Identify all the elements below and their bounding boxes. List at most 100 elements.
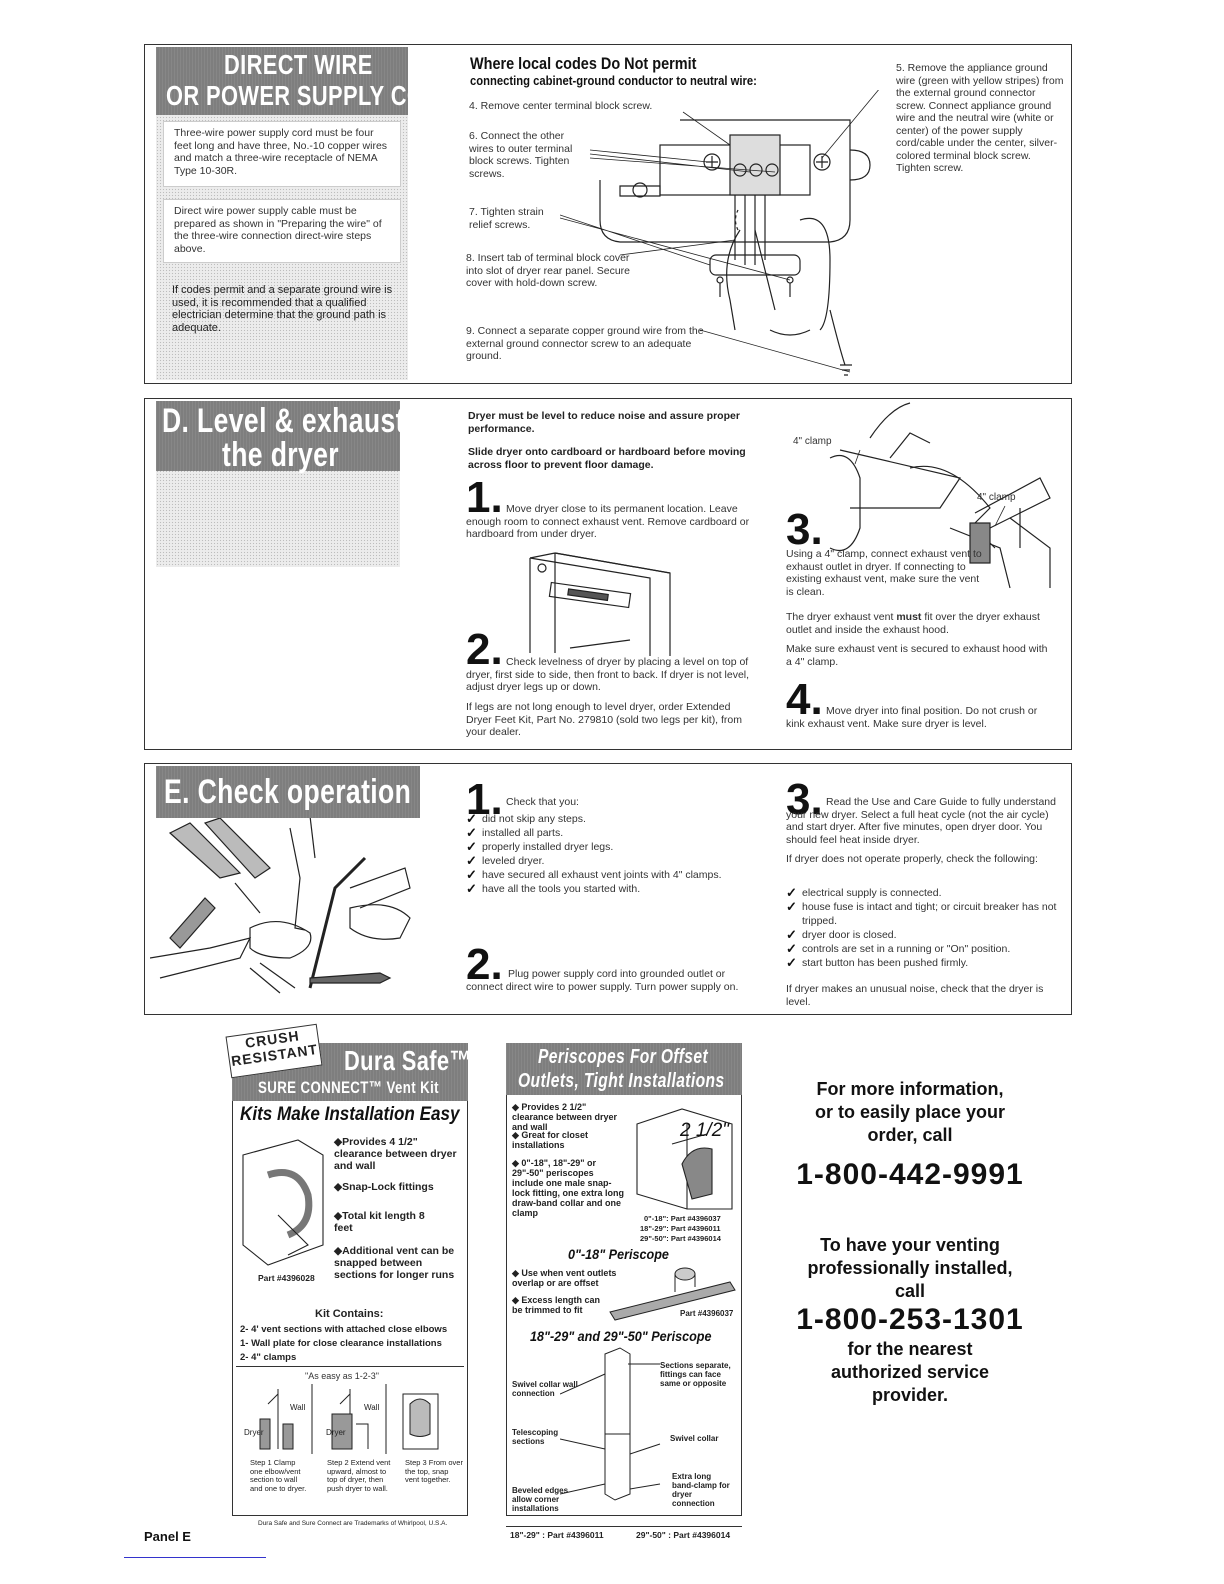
kit-contains-heading: Kit Contains: [315, 1308, 384, 1320]
easy-label: "As easy as 1-2-3" [305, 1371, 379, 1381]
level-step-2-number: 2. [466, 625, 503, 674]
periscope-part: 18"-29": Part #4396011 [640, 1224, 721, 1233]
check-item: ✓installed all parts. [466, 825, 564, 840]
easy-step-text: Step 1 Clamp one elbow/vent section to w… [250, 1458, 307, 1493]
footer-part-right: 29"-50" : Part #4396014 [636, 1530, 731, 1540]
level-exhaust-banner-line2: the dryer [222, 436, 339, 474]
periscope-bullet: ◆ 0"-18", 18"-29" or 29"-50" periscopes … [512, 1158, 625, 1218]
power-cord-banner-line1: DIRECT WIRE [224, 49, 373, 80]
step-4-text: 4. Remove center terminal block screw. [469, 100, 653, 112]
periscope-footer: 18"-29" : Part #4396011 29"-50" : Part #… [506, 1526, 742, 1543]
check-item: ✓house fuse is intact and tight; or circ… [786, 899, 1057, 928]
periscope-label: Telescoping sections [512, 1428, 559, 1446]
check-item: ✓have secured all exhaust vent joints wi… [466, 867, 722, 882]
kit-item: 2- 4' vent sections with attached close … [240, 1324, 448, 1335]
check-step-3-number: 3. [786, 775, 823, 824]
check-item: ✓electrical supply is connected. [786, 885, 942, 900]
info-line: order, call [867, 1125, 953, 1145]
exhaust-clamp-illustration [829, 402, 1051, 589]
wall-label: Wall [364, 1403, 380, 1412]
durasafe-bullet: ◆Total kit length 8 feet [334, 1210, 425, 1234]
easy-step-text: Step 2 Extend vent upward, almost to top… [327, 1458, 391, 1493]
step-7-text: 7. Tighten strain relief screws. [469, 206, 544, 231]
panel-label: Panel E [144, 1529, 191, 1544]
clamp-label-2: 4" clamp [977, 492, 1016, 503]
power-cord-banner: DIRECT WIRE OR POWER SUPPLY CORD [156, 47, 456, 115]
order-phone[interactable]: 1-800-442-9991 [796, 1158, 1024, 1191]
codes-heading: Where local codes Do Not permit [470, 54, 697, 73]
dryer-label: Dryer [244, 1428, 264, 1437]
level-intro: Dryer must be level to reduce noise and … [468, 410, 740, 435]
durasafe-title: Dura Safe™ [344, 1045, 472, 1076]
level-step-3a-text: Using a 4" clamp, connect exhaust vent t… [786, 548, 982, 598]
level-step-3b-text: The dryer exhaust vent must fit over the… [786, 611, 1040, 636]
check-item: ✓have all the tools you started with. [466, 881, 641, 896]
info-line: professionally installed, [807, 1258, 1013, 1278]
check-operation-banner-title: E. Check operation [164, 773, 412, 811]
dryer-label: Dryer [326, 1428, 346, 1437]
durasafe-bullet: ◆Provides 4 1/2" clearance between dryer… [334, 1136, 457, 1172]
check-step-1-text: Check that you: [506, 796, 579, 808]
periscope-label: Extra long band-clamp for dryer connecti… [672, 1472, 730, 1508]
power-cord-box: Three-wire power supply cord must be fou… [163, 121, 401, 187]
power-cord-banner-line2: OR POWER SUPPLY CORD [166, 80, 457, 111]
periscope-1-bullet: ◆ Excess length can be trimmed to fit [512, 1295, 600, 1315]
easy-step-text: Step 3 From over the top, snap vent toge… [405, 1458, 463, 1484]
wall-label: Wall [290, 1403, 306, 1412]
periscope-label: Swivel collar wall connection [512, 1380, 578, 1398]
check-operation-banner: E. Check operation [156, 766, 420, 818]
info-line: provider. [871, 1385, 949, 1405]
level-exhaust-banner-line1: D. Level & exhaust [162, 402, 405, 440]
info-line: authorized service [830, 1362, 990, 1382]
periscope-part: 29"-50": Part #4396014 [640, 1234, 721, 1243]
check-list-1: ✓did not skip any steps. ✓installed all … [466, 812, 766, 896]
level-step-2-text: Check levelness of dryer by placing a le… [466, 656, 750, 693]
step-8-text: 8. Insert tab of terminal block cover in… [466, 252, 631, 289]
step-9-text: 9. Connect a separate copper ground wire… [466, 325, 704, 362]
durasafe-vent-illustration [242, 1139, 324, 1266]
periscope-ad [506, 1043, 742, 1516]
check-step-3b-text: If dryer does not operate properly, chec… [786, 853, 1038, 865]
check-step-1-number: 1. [466, 775, 503, 824]
info-line: For more information, [816, 1079, 1004, 1099]
kit-item: 1- Wall plate for close clearance instal… [240, 1338, 442, 1349]
periscope-title-bar: Periscopes For Offset Outlets, Tight Ins… [506, 1043, 742, 1095]
check-step-2-text: Plug power supply cord into grounded out… [466, 968, 739, 993]
level-step-3c-text: Make sure exhaust vent is secured to exh… [786, 643, 1048, 668]
tools-illustration [150, 818, 411, 994]
clearance-dim: 2 1/2" [680, 1120, 730, 1141]
durasafe-part: Part #4396028 [258, 1273, 315, 1283]
durasafe-bullet: ◆Snap-Lock fittings [334, 1181, 434, 1193]
level-step-3-number: 3. [786, 505, 823, 554]
cardboard-intro: Slide dryer onto cardboard or hardboard … [468, 446, 746, 471]
periscope-18-50-title: 18"-29" and 29"-50" Periscope [530, 1328, 712, 1344]
level-exhaust-banner: D. Level & exhaust the dryer [156, 401, 404, 474]
ground-note: If codes permit and a separate ground wi… [172, 284, 393, 334]
check-step-3-text: Read the Use and Care Guide to fully und… [786, 796, 1056, 846]
service-phone[interactable]: 1-800-253-1301 [796, 1303, 1024, 1336]
periscope-bullet: ◆ Great for closet installations [512, 1130, 588, 1150]
check-step-2-number: 2. [466, 940, 503, 989]
footer-part-left: 18"-29" : Part #4396011 [510, 1530, 604, 1540]
level-step-4-number: 4. [786, 675, 823, 724]
step-6-text: 6. Connect the other wires to outer term… [469, 130, 573, 180]
clamp-label-1: 4" clamp [793, 436, 832, 447]
feet-kit-text: If legs are not long enough to level dry… [466, 701, 743, 738]
info-line: or to easily place your [814, 1102, 1006, 1122]
periscope-part: 0"-18": Part #4396037 [644, 1214, 721, 1223]
terminal-block-illustration [560, 90, 879, 376]
periscope-1-bullet: ◆ Use when vent outlets overlap or are o… [512, 1268, 617, 1288]
easy-steps-box [236, 1366, 464, 1507]
step-5-text: 5. Remove the appliance ground wire (gre… [896, 62, 1064, 174]
trademark-note: Dura Safe and Sure Connect are Trademark… [258, 1520, 448, 1527]
periscope-bullet: ◆ Provides 2 1/2" clearance between drye… [512, 1102, 618, 1132]
periscope-title-line1: Periscopes For Offset [538, 1046, 709, 1068]
periscope-tall-illustration [560, 1347, 661, 1501]
easy-steps-illustration [259, 1384, 439, 1454]
dryer-level-illustration [529, 552, 671, 656]
periscope-title-line2: Outlets, Tight Installations [518, 1070, 725, 1092]
footer-rule [124, 1557, 266, 1558]
check-item: ✓dryer door is closed. [786, 927, 897, 942]
codes-subheading: connecting cabinet-ground conductor to n… [470, 74, 757, 88]
info-line: call [894, 1281, 926, 1301]
